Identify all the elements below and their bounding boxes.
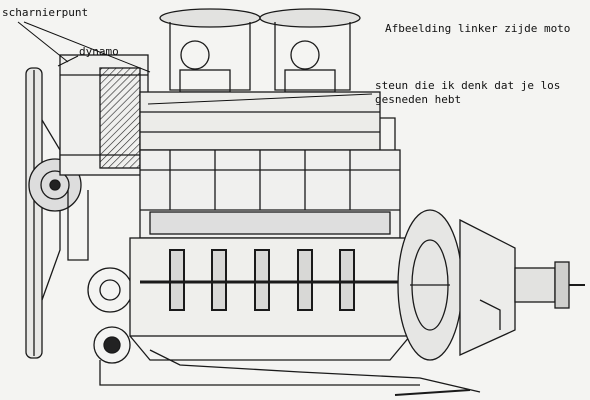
crankcase <box>99 237 420 386</box>
cylinder-head <box>139 91 396 170</box>
exhaust-pipe <box>149 349 481 396</box>
bracket-leader <box>147 93 373 105</box>
clutch-housing <box>397 209 463 361</box>
hinge-point-label: scharnierpunt <box>2 6 89 19</box>
bracket-label-line1: steun die ik denk dat je los <box>375 79 561 92</box>
fan <box>25 67 61 359</box>
hinge-leader-2 <box>23 21 151 73</box>
annotation-leaders <box>17 21 373 105</box>
figure-caption: Afbeelding linker zijde moto <box>385 22 571 35</box>
hinge-leader-1 <box>17 21 69 63</box>
engine-block <box>139 149 401 239</box>
dynamo-leader <box>57 55 79 67</box>
gearbox <box>459 218 585 357</box>
front-pulley <box>28 158 133 364</box>
bracket-label-line2: gesneden hebt <box>375 93 462 106</box>
dynamo-label: dynamo <box>79 45 119 58</box>
carburettors <box>159 8 361 93</box>
dynamo-unit <box>59 54 149 261</box>
